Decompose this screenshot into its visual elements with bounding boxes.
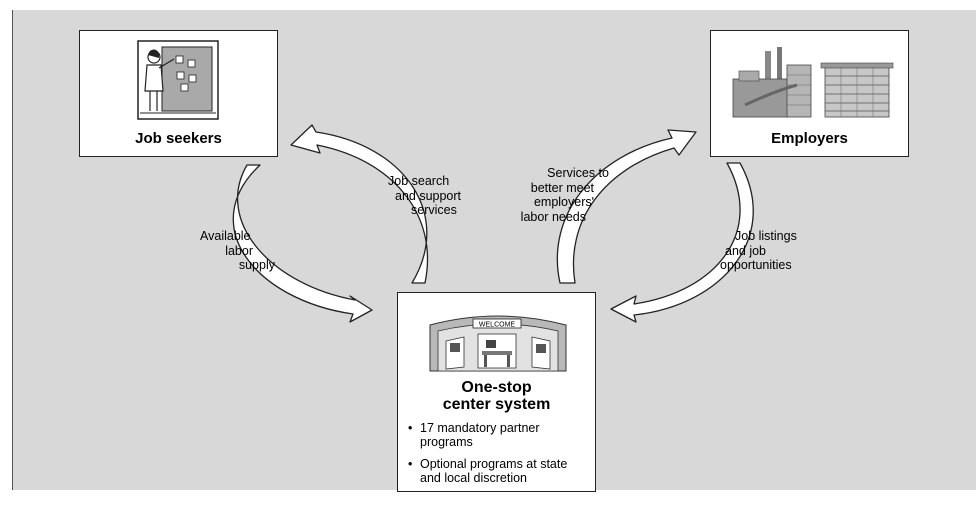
employers-node: Employers	[710, 30, 909, 157]
bullet-mandatory-programs: 17 mandatory partner programs	[408, 421, 594, 449]
arrow-job-search	[290, 124, 429, 284]
welcome-sign: WELCOME	[479, 322, 516, 329]
label-available-labor-supply: Available labor supply	[200, 229, 275, 272]
arrow-job-listings	[610, 162, 754, 323]
job-seekers-node: Job seekers	[79, 30, 278, 157]
job-seekers-title: Job seekers	[135, 130, 222, 147]
bullet-optional-programs: Optional programs at state and local dis…	[408, 457, 594, 485]
arrow-employer-services	[556, 129, 697, 284]
employers-title: Employers	[771, 130, 848, 147]
arrow-available-labor	[232, 164, 373, 323]
factory-and-office-buildings-icon	[732, 47, 894, 118]
label-job-search-services: Job search and support services	[388, 174, 462, 217]
welcome-center-icon: WELCOME	[429, 315, 567, 372]
one-stop-center-title: One-stop center system	[398, 379, 595, 413]
label-job-listings: Job listings and job opportunities	[720, 229, 797, 272]
person-at-board-icon	[137, 40, 219, 120]
label-employer-services: Services to better meet employers' labor…	[520, 166, 609, 224]
center-bullet-list: 17 mandatory partner programs Optional p…	[408, 421, 594, 493]
center-title-line2: center system	[442, 396, 551, 413]
one-stop-center-node: WELCOME One-stop center system 17 mandat…	[397, 292, 596, 492]
center-title-line1: One-stop	[461, 379, 532, 396]
